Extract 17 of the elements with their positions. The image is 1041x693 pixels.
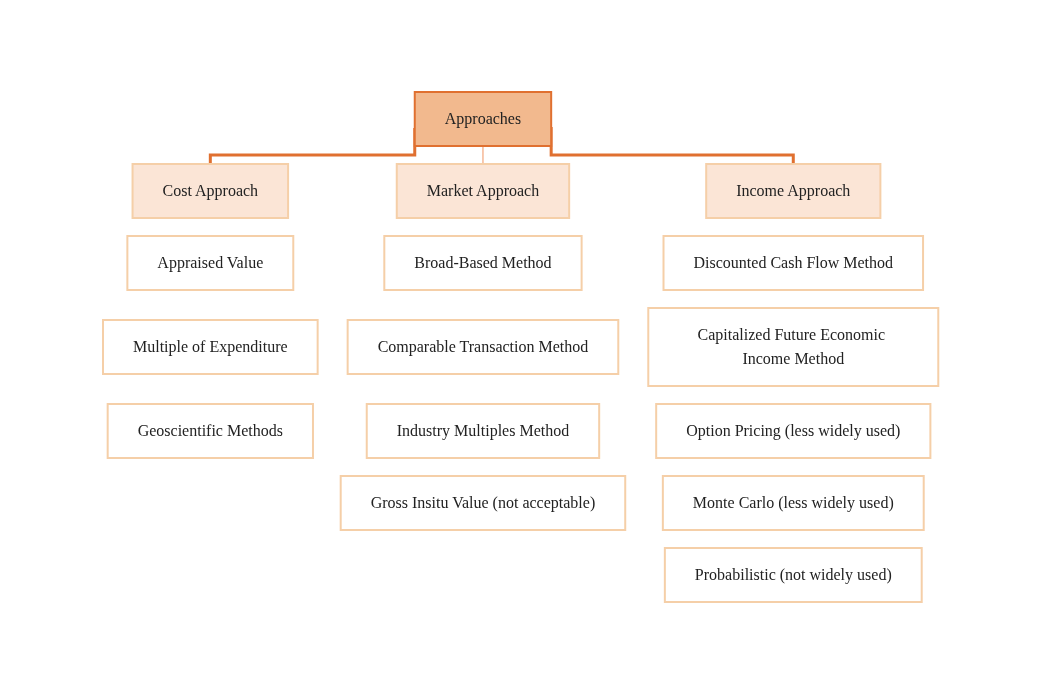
node-box: Cost Approach bbox=[131, 162, 289, 219]
node-box: Discounted Cash Flow Method bbox=[662, 234, 924, 291]
node-box: Broad-Based Method bbox=[383, 234, 583, 291]
node-box: Gross Insitu Value (not acceptable) bbox=[339, 474, 627, 531]
node-box: Income Approach bbox=[705, 162, 882, 219]
node-box: Monte Carlo (less widely used) bbox=[661, 474, 925, 531]
node-box: Probabilistic (not widely used) bbox=[663, 546, 923, 603]
node-box: Capitalized Future Economic Income Method bbox=[647, 306, 940, 387]
node-box: Market Approach bbox=[395, 162, 570, 219]
node-box: Multiple of Expenditure bbox=[101, 318, 319, 375]
connector bbox=[482, 144, 484, 165]
node-box: Industry Multiples Method bbox=[365, 402, 601, 459]
node-box: Comparable Transaction Method bbox=[346, 318, 620, 375]
node-box: Approaches bbox=[413, 90, 553, 147]
node-box: Geoscientific Methods bbox=[106, 402, 314, 459]
node-box: Appraised Value bbox=[126, 234, 295, 291]
node-box: Option Pricing (less widely used) bbox=[655, 402, 932, 459]
